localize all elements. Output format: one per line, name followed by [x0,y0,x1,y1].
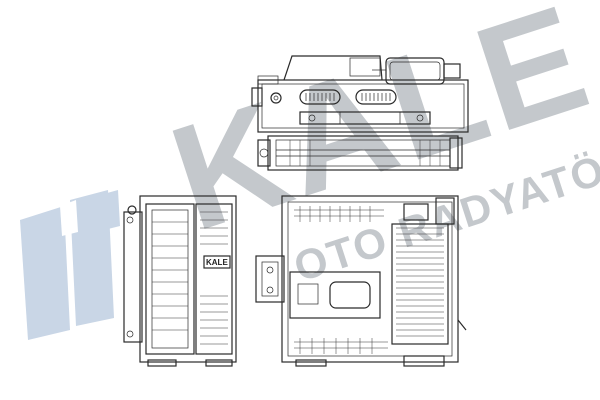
radiator-front-view-icon: KALE [123,195,237,367]
radiator-side-view-icon [257,135,463,171]
radiator-core-view-icon [255,195,467,367]
radiator-top-view-icon [251,55,469,133]
front-view-nameplate: KALE [206,258,228,267]
kale-logo-icon [20,190,120,340]
